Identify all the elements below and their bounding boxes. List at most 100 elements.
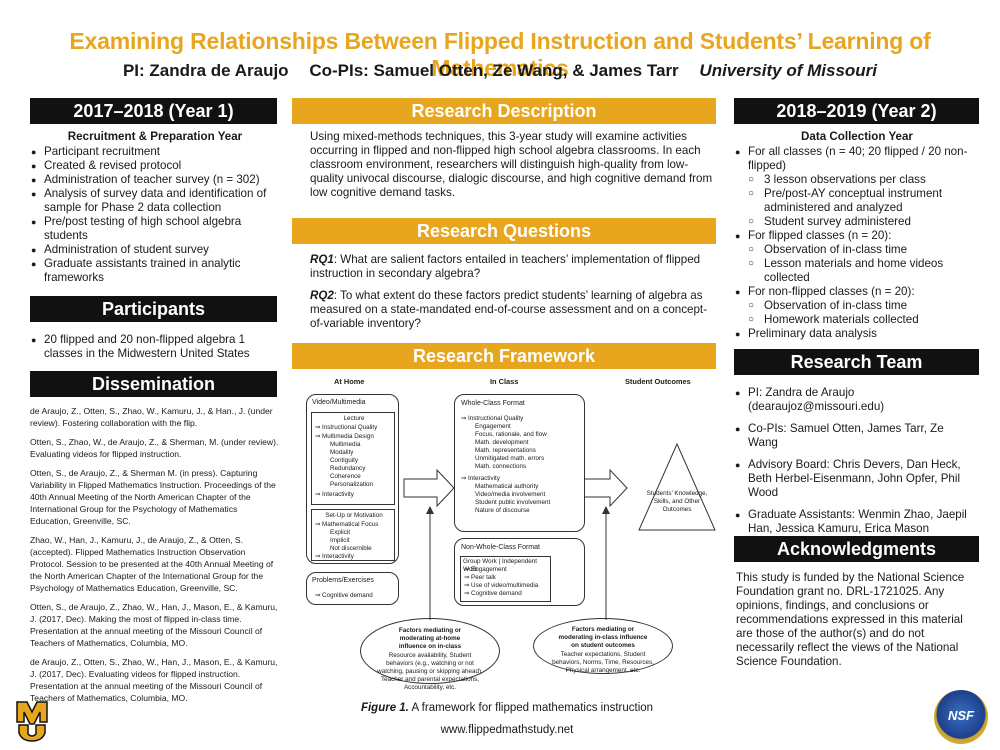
year2-header: 2018–2019 (Year 2): [734, 98, 979, 124]
lecture-item: Personalization: [330, 481, 374, 488]
year2-nonflipped: For non-flipped classes (n = 20):: [748, 285, 915, 298]
list-item: For all classes (n = 40; 20 flipped / 20…: [734, 145, 980, 229]
rq2-label: RQ2: [310, 289, 334, 302]
non-whole-class-box: Non-Whole-Class Format Group Work | Inde…: [454, 538, 585, 606]
whole-item: Unmitigated math. errors: [475, 455, 545, 462]
non-whole-item: ⇒ Engagement: [464, 566, 507, 573]
acknowledgments-header: Acknowledgments: [734, 536, 979, 562]
setup-title: Set-Up or Motivation: [325, 512, 383, 519]
participants-section: 20 flipped and 20 non-flipped algebra 1 …: [30, 333, 270, 361]
figure-label: Figure 1.: [360, 702, 409, 714]
lecture-item: ⇒ Interactivity: [315, 491, 354, 498]
problems-item: ⇒ Cognitive demand: [315, 592, 373, 599]
lecture-item: ⇒ Multimedia Design: [315, 433, 374, 440]
reference-item: de Araujo, Z., Otten, S., Zhao, W., Han,…: [30, 657, 278, 703]
questions-text: RQ1: What are salient factors entailed i…: [310, 253, 715, 339]
whole-item: ⇒ Interactivity: [461, 475, 500, 482]
nsf-logo: NSF: [934, 690, 988, 744]
non-whole-item: Group Work | Independent Work: [463, 558, 537, 573]
nsf-logo-text: NSF: [948, 708, 974, 723]
problems-title: Problems/Exercises: [312, 577, 374, 584]
whole-item: Engagement: [475, 423, 511, 430]
problems-box: Problems/Exercises ⇒ Cognitive demand: [306, 572, 399, 605]
questions-header: Research Questions: [292, 218, 716, 244]
col-class-label: In Class: [490, 377, 519, 386]
sub-item: Pre/post-AY conceptual instrument admini…: [734, 187, 980, 215]
setup-item: Not discernible: [330, 545, 372, 552]
list-item: Advisory Board: Chris Devers, Dan Heck, …: [734, 458, 974, 500]
lecture-item: Redundancy: [330, 465, 366, 472]
whole-class-box: Whole-Class Format ⇒ Instructional Quali…: [454, 394, 585, 532]
list-item: Preliminary data analysis: [734, 327, 980, 341]
copi-names: Co-PIs: Samuel Otten, Ze Wang, & James T…: [309, 61, 679, 80]
rq2-text: : To what extent do these factors predic…: [310, 289, 707, 330]
outcomes-label: Students’ Knowledge, Skills, and Other O…: [646, 490, 708, 513]
website-link[interactable]: www.flippedmathstudy.net: [440, 724, 574, 736]
list-item: PI: Zandra de Araujo (dearaujoz@missouri…: [734, 386, 974, 414]
list-item: Created & revised protocol: [30, 159, 280, 173]
lecture-item: Multimedia: [330, 441, 361, 448]
year1-header: 2017–2018 (Year 1): [30, 98, 277, 124]
reference-item: Zhao, W., Han, J., Kamuru, J., de Araujo…: [30, 535, 274, 593]
home-factors-title: Factors mediating or moderating at-home …: [398, 627, 462, 650]
list-item: Co-PIs: Samuel Otten, James Tarr, Ze Wan…: [734, 422, 974, 450]
year1-section: Recruitment & Preparation Year Participa…: [30, 130, 280, 285]
setup-box: Set-Up or Motivation ⇒ Mathematical Focu…: [311, 509, 395, 561]
class-factors-ellipse: Factors mediating or moderating in-class…: [533, 618, 673, 674]
whole-item: Focus, rationale, and flow: [475, 431, 547, 438]
lecture-item: Coherence: [330, 473, 361, 480]
list-item: For non-flipped classes (n = 20): Observ…: [734, 285, 980, 327]
reference-item: de Araujo, Z., Otten, S., Zhao, W., Kamu…: [30, 406, 273, 428]
whole-item: Mathematical authority: [475, 483, 539, 490]
framework-diagram: At Home In Class Student Outcomes Video/…: [292, 372, 722, 697]
mizzou-logo: [16, 701, 48, 742]
home-factors-text: Resource availability, Student behaviors…: [377, 652, 483, 691]
sub-item: Student survey administered: [734, 215, 980, 229]
dissemination-header: Dissemination: [30, 371, 277, 397]
class-factors-text: Teacher expectations, Student behaviors,…: [552, 651, 654, 674]
whole-class-title: Whole-Class Format: [461, 400, 525, 407]
year2-flipped: For flipped classes (n = 20):: [748, 229, 892, 242]
description-text: Using mixed-methods techniques, this 3-y…: [310, 130, 713, 199]
non-whole-item: ⇒ Cognitive demand: [464, 590, 522, 597]
list-item: 20 flipped and 20 non-flipped algebra 1 …: [30, 333, 270, 361]
non-whole-inner: Group Work | Independent Work ⇒ Engageme…: [460, 556, 551, 602]
non-whole-item: ⇒ Peer talk: [464, 574, 496, 581]
year1-list: Participant recruitment Created & revise…: [30, 145, 280, 285]
list-item: For flipped classes (n = 20): Observatio…: [734, 229, 980, 285]
list-item: Graduate Assistants: Wenmin Zhao, Jaepil…: [734, 508, 974, 536]
list-item: Administration of teacher survey (n = 30…: [30, 173, 280, 187]
rq1-text: : What are salient factors entailed in t…: [310, 253, 701, 280]
team-section: PI: Zandra de Araujo (dearaujoz@missouri…: [734, 386, 974, 536]
list-item: Graduate assistants trained in analytic …: [30, 257, 280, 285]
figure-caption-text: A framework for flipped mathematics inst…: [408, 702, 654, 714]
whole-item: ⇒ Instructional Quality: [461, 415, 524, 422]
reference-item: Otten, S., de Araujo, Z., & Sherman M. (…: [30, 468, 276, 526]
sub-item: Observation of in-class time: [734, 243, 980, 257]
whole-item: Math. connections: [475, 463, 527, 470]
year2-all: For all classes (n = 40; 20 flipped / 20…: [748, 145, 968, 172]
sub-item: Observation of in-class time: [734, 299, 980, 313]
home-factors-ellipse: Factors mediating or moderating at-home …: [360, 618, 500, 691]
setup-item: Explicit: [330, 529, 350, 536]
sub-item: Lesson materials and home videos collect…: [734, 257, 980, 285]
acknowledgments-text: This study is funded by the National Sci…: [736, 571, 965, 668]
year2-subtitle: Data Collection Year: [801, 130, 913, 143]
col-outcomes-label: Student Outcomes: [625, 377, 691, 386]
framework-arrows: [403, 442, 716, 620]
pi-name: PI: Zandra de Araujo: [122, 61, 289, 80]
dissemination-list: de Araujo, Z., Otten, S., Zhao, W., Kamu…: [30, 405, 280, 711]
whole-item: Math. development: [475, 439, 529, 446]
figure-caption: Figure 1. A framework for flipped mathem…: [292, 702, 722, 714]
rq1-label: RQ1: [310, 253, 334, 266]
setup-item: ⇒ Interactivity: [315, 553, 354, 560]
col-home-label: At Home: [334, 377, 365, 386]
list-item: Participant recruitment: [30, 145, 280, 159]
video-multimedia-box: Video/Multimedia Lecture ⇒ Instructional…: [306, 394, 399, 564]
team-header: Research Team: [734, 349, 979, 375]
description-header: Research Description: [292, 98, 716, 124]
setup-item: ⇒ Mathematical Focus: [315, 521, 379, 528]
whole-item: Nature of discourse: [475, 507, 530, 514]
list-item: Analysis of survey data and identificati…: [30, 187, 280, 215]
non-whole-item: ⇒ Use of video/multimedia: [464, 582, 539, 589]
